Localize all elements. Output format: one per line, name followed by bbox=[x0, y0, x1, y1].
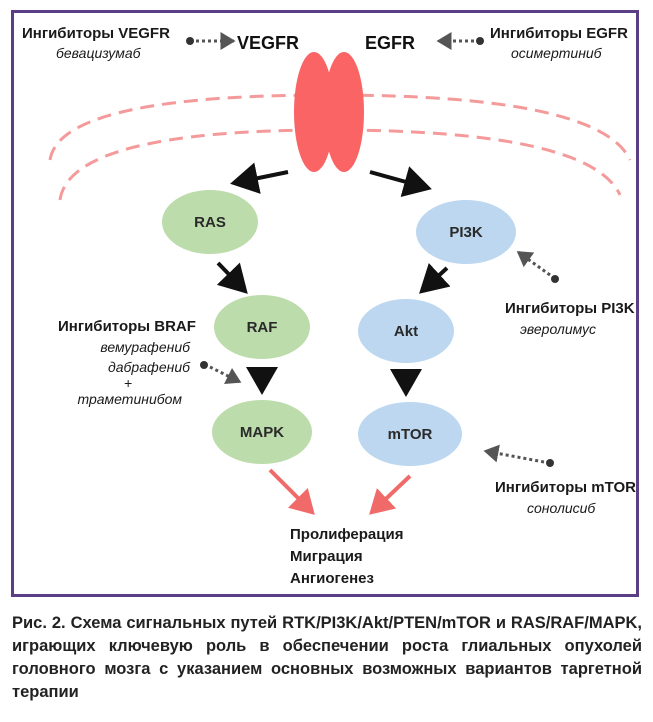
braf-inhibitor-drug-2: дабрафениб bbox=[108, 359, 191, 375]
node-mtor bbox=[358, 402, 462, 466]
receptor-left bbox=[294, 52, 334, 172]
node-pi3k bbox=[416, 200, 516, 264]
egfr-inhibitor-dot bbox=[476, 37, 484, 45]
vegfr-inhibitor-dot bbox=[186, 37, 194, 45]
vegfr-label: VEGFR bbox=[237, 33, 299, 53]
braf-inhibitor-drug-1: вемурафениб bbox=[100, 339, 191, 355]
pi3k-inhibitor-title: Ингибиторы PI3K bbox=[505, 300, 635, 317]
node-pi3k-label: PI3K bbox=[449, 224, 483, 241]
outcome-proliferation: Пролиферация bbox=[290, 526, 403, 543]
outcome-migration: Миграция bbox=[290, 548, 363, 565]
vegfr-inhibitor-title: Ингибиторы VEGFR bbox=[22, 25, 170, 42]
pi3k-inhibitor-drug: эверолимус bbox=[520, 321, 596, 337]
braf-inhibitor-dot bbox=[200, 361, 208, 369]
signaling-diagram: VEGFR EGFR Ингибиторы VEGFR бевацизумаб … bbox=[22, 25, 636, 587]
mtor-inhibitor-arrow bbox=[483, 444, 545, 464]
vegfr-inhibitor-drug: бевацизумаб bbox=[56, 45, 142, 61]
braf-inhibitor-arrow bbox=[209, 365, 242, 385]
node-ras-label: RAS bbox=[194, 214, 226, 231]
braf-inhibitor-plus: + bbox=[124, 375, 132, 391]
egfr-inhibitor-drug: осимертиниб bbox=[511, 45, 603, 61]
receptor-right bbox=[324, 52, 364, 172]
braf-inhibitor-title: Ингибиторы BRAF bbox=[58, 318, 196, 335]
node-mapk bbox=[212, 400, 312, 464]
node-raf-label: RAF bbox=[247, 319, 278, 336]
figure-frame bbox=[11, 10, 639, 597]
node-akt-label: Akt bbox=[394, 323, 418, 340]
mtor-inhibitor-dot bbox=[546, 459, 554, 467]
arrow-pi3k-akt bbox=[419, 262, 451, 294]
arrow-mapk-outcome bbox=[268, 468, 315, 515]
pi3k-inhibitor-arrow bbox=[516, 250, 551, 277]
arrow-ras-raf bbox=[216, 261, 248, 294]
pi3k-inhibitor-dot bbox=[551, 275, 559, 283]
arrow-mtor-outcome bbox=[369, 474, 412, 515]
node-mapk-label: MAPK bbox=[240, 424, 284, 441]
node-mtor-label: mTOR bbox=[388, 426, 433, 443]
egfr-label: EGFR bbox=[365, 33, 415, 53]
figure-caption: Рис. 2. Схема сигнальных путей RTK/PI3K/… bbox=[12, 614, 642, 701]
node-raf bbox=[214, 295, 310, 359]
membrane-outer bbox=[48, 93, 632, 161]
arrow-receptor-pi3k bbox=[369, 166, 432, 198]
mtor-inhibitor-drug: сонолисиб bbox=[527, 500, 596, 516]
braf-inhibitor-drug-3: траметинибом bbox=[77, 391, 182, 407]
node-akt bbox=[358, 299, 454, 363]
egfr-inhibitor-title: Ингибиторы EGFR bbox=[490, 25, 628, 42]
node-ras bbox=[162, 190, 258, 254]
outcome-angiogenesis: Ангиогенез bbox=[290, 570, 374, 587]
mtor-inhibitor-title: Ингибиторы mTOR bbox=[495, 479, 636, 496]
arrow-receptor-ras bbox=[230, 162, 289, 194]
